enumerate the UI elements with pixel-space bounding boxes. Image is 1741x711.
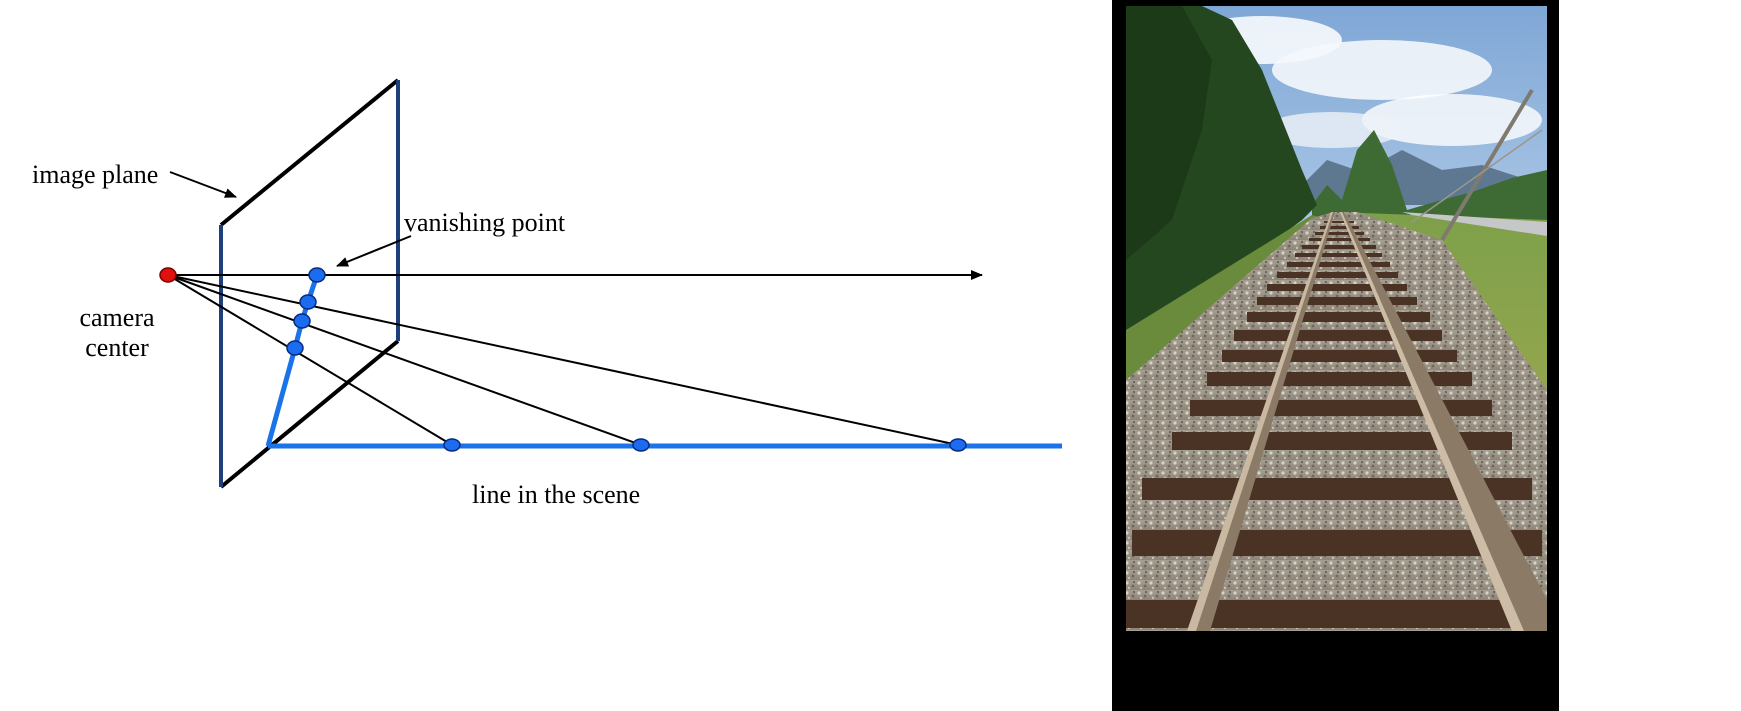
scene-point-2 [632, 438, 650, 452]
perspective-diagram [159, 78, 1062, 489]
railroad-photo-illustration [1126, 6, 1547, 631]
projection-ray-2 [167, 274, 642, 446]
image-plane-pointer-arrow [169, 171, 237, 198]
scene-point-3 [949, 438, 967, 452]
image-plane-label: image plane [32, 160, 159, 189]
projection-ray-3 [167, 274, 959, 446]
projected-point-1 [286, 340, 304, 356]
camera-center-label-line1: camera [79, 303, 155, 332]
image-plane-top-edge [219, 78, 400, 227]
projected-point-2 [293, 313, 311, 329]
right-rail [1340, 212, 1547, 631]
projection-ray-1 [167, 274, 453, 446]
vanishing-point-dot [308, 267, 326, 283]
railroad-photo [1112, 0, 1559, 711]
scene-point-1 [443, 438, 461, 452]
line-in-scene-label: line in the scene [472, 480, 641, 509]
image-plane-bottom-edge [219, 339, 400, 489]
camera-center-dot [159, 267, 177, 283]
vanishing-point-pointer-arrow [336, 235, 412, 267]
camera-center-label: camera center [58, 303, 176, 363]
vanishing-point-label: vanishing point [404, 208, 566, 237]
camera-center-label-line2: center [85, 333, 149, 362]
projected-point-3 [299, 294, 317, 310]
right-grass [1337, 212, 1547, 400]
